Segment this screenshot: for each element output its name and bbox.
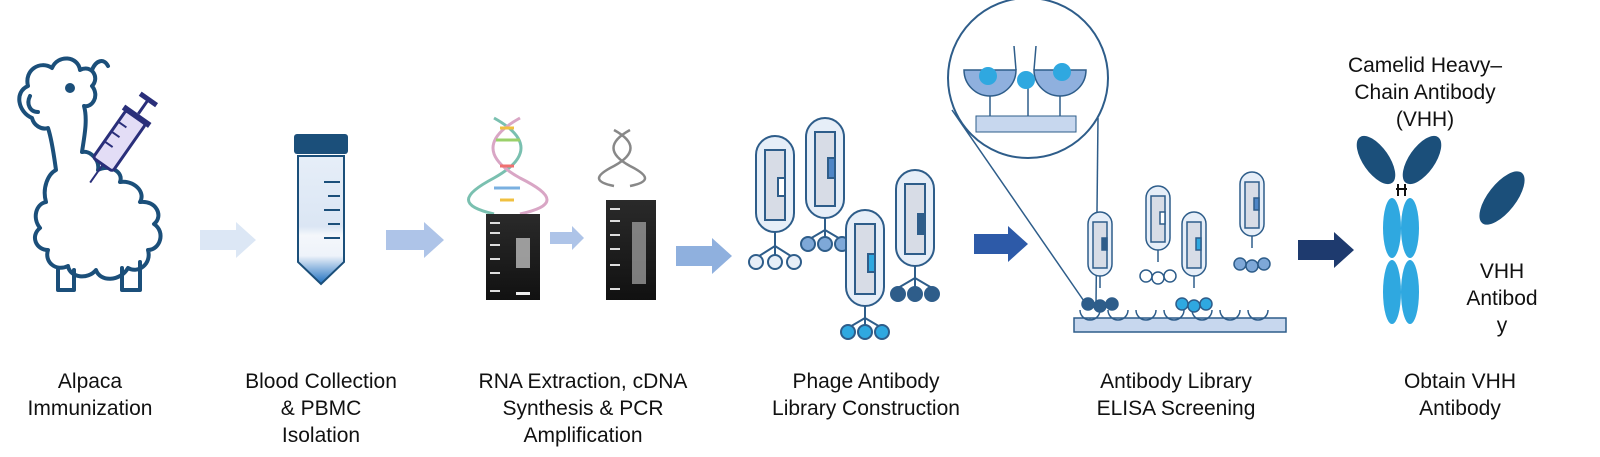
process-arrow-5 [1298,232,1354,268]
label-line: Synthesis & PCR [502,397,664,420]
label-line: Amplification [523,424,643,447]
label-line: (VHH) [1395,108,1455,131]
gel-image-1 [486,214,540,300]
label-line: Antibod [1466,287,1538,310]
label-line: Antibody Library [1100,370,1252,393]
label-line: Antibody [1419,397,1501,420]
phage-icon [890,169,940,302]
phage-group-library [748,117,940,340]
phage-icon [1139,185,1177,285]
phage-group-screening [1081,171,1271,313]
label-line: & PBMC [280,397,362,420]
process-arrow-2 [386,222,444,258]
centrifuge-tube-icon [294,134,348,286]
dna-helix-icon [467,116,549,216]
phage-icon [1233,171,1271,273]
alpaca-icon [17,56,163,292]
process-arrow-1 [200,222,256,258]
label-line: RNA Extraction, cDNA [478,370,688,393]
step-label-alpaca-immunization: Alpaca Immunization [0,368,180,422]
phage-icon [1175,211,1213,313]
label-line: Obtain VHH [1403,370,1517,393]
antibody-callout-label: Camelid Heavy– Chain Antibody (VHH) [1330,52,1520,133]
zoom-magnifier-circle [947,0,1109,305]
process-arrow-4 [974,226,1028,262]
step-label-phage-library: Phage Antibody Library Construction [746,368,986,422]
elisa-plate [1073,309,1287,333]
label-line: Alpaca [57,370,123,393]
heavy-chain-antibody-icon [1356,135,1442,324]
phage-icon [800,117,850,252]
label-line: VHH [1479,260,1525,283]
phage-icon [840,209,890,340]
label-line: Isolation [281,424,361,447]
vhh-callout-label: VHH Antibod y [1452,258,1552,339]
label-line: y [1496,314,1508,337]
step-label-obtain-vhh: Obtain VHH Antibody [1370,368,1550,422]
vhh-fragment-icon [1479,171,1525,225]
process-arrow-3 [676,238,732,274]
step-label-blood-collection: Blood Collection & PBMC Isolation [216,368,426,449]
dna-small-icon [597,128,647,188]
label-line: Blood Collection [245,370,397,393]
phage-icon [1081,211,1119,313]
process-arrow-3a [550,226,584,250]
phage-icon [748,135,802,270]
label-line: Phage Antibody [792,370,940,393]
label-line: Chain Antibody [1354,81,1496,104]
gel-image-2 [606,200,656,300]
syringe-icon [89,91,159,184]
step-label-rna-extraction: RNA Extraction, cDNA Synthesis & PCR Amp… [448,368,718,449]
label-line: Camelid Heavy– [1347,54,1503,77]
label-line: ELISA Screening [1096,397,1256,420]
label-line: Library Construction [772,397,960,420]
step-label-elisa-screening: Antibody Library ELISA Screening [1066,368,1286,422]
label-line: Immunization [27,397,153,420]
